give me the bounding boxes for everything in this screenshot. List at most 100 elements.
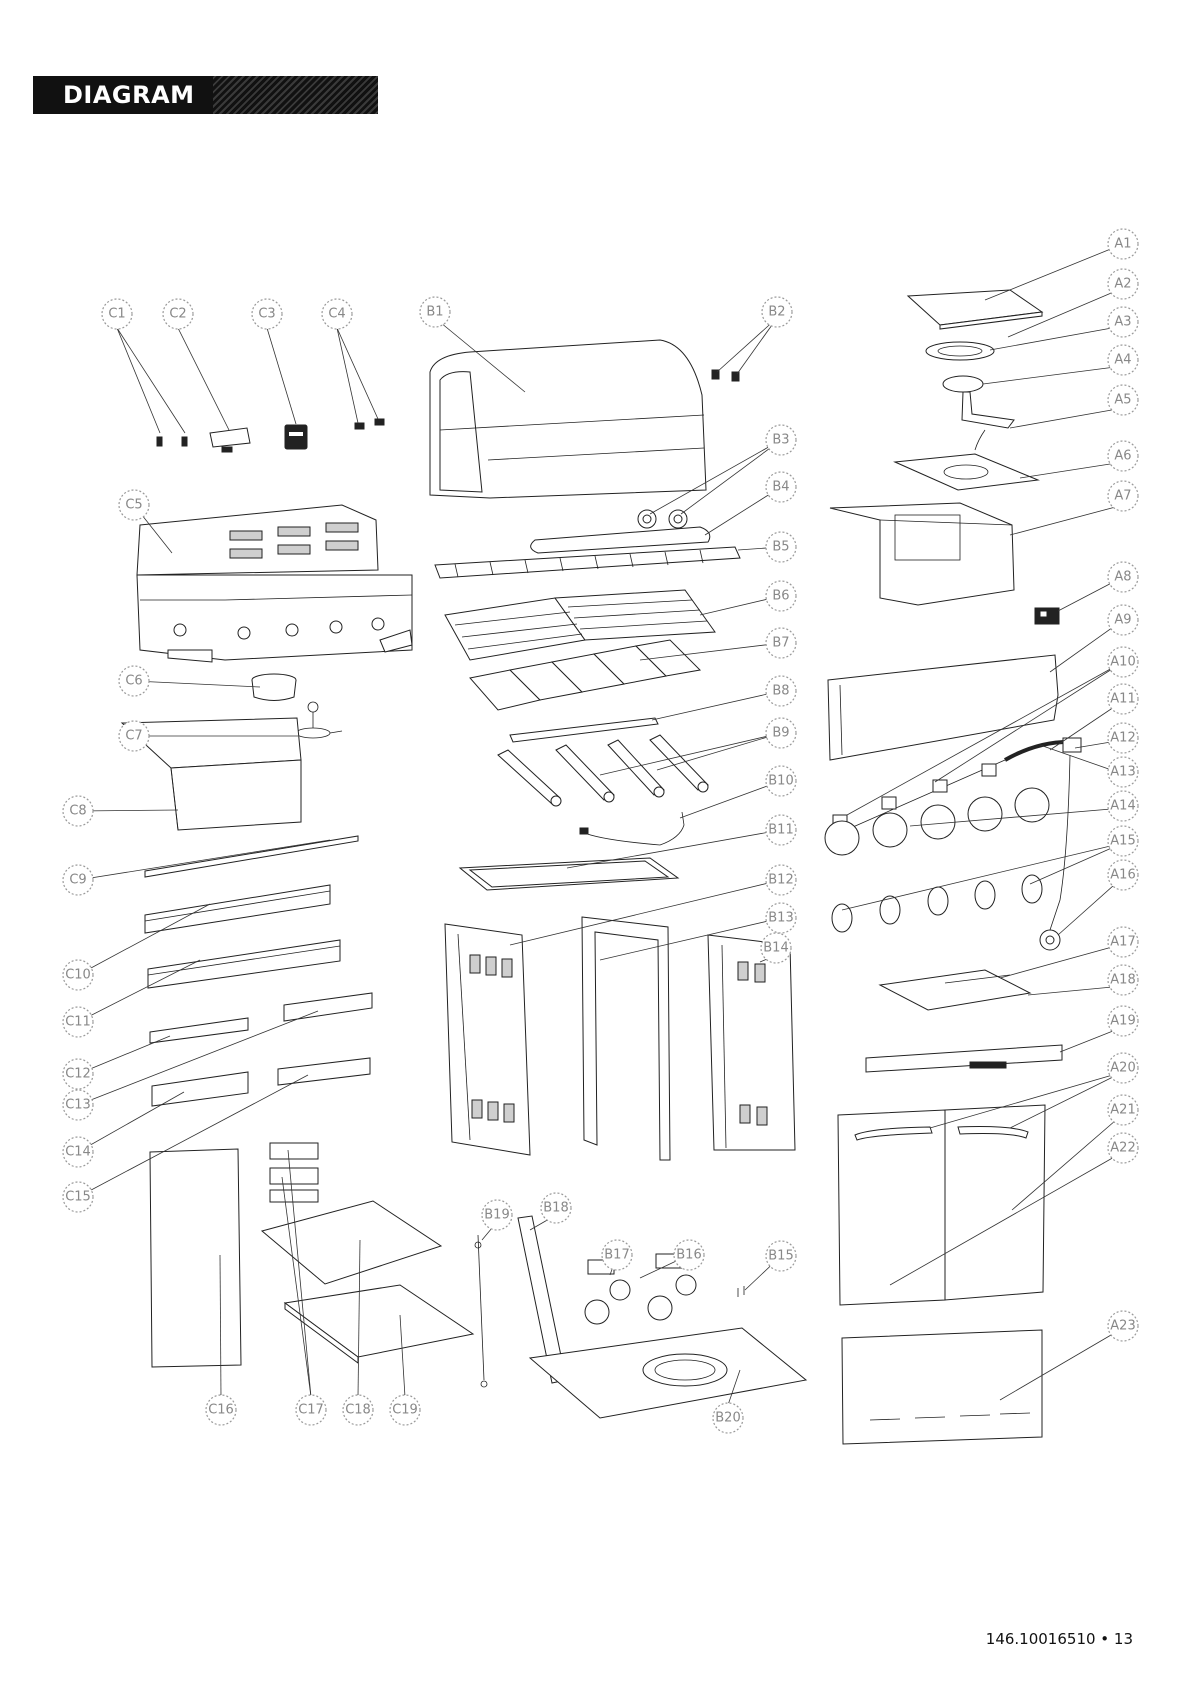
part-c18-bottom-panel	[262, 1201, 441, 1284]
svg-text:A6: A6	[1114, 449, 1131, 464]
part-drawings	[122, 290, 1081, 1444]
callout-c2: C2	[163, 299, 193, 329]
part-c15-rail	[278, 1058, 370, 1085]
svg-text:A11: A11	[1110, 692, 1135, 707]
callout-b16: B16	[674, 1240, 704, 1270]
callout-c13: C13	[63, 1090, 93, 1120]
callout-c16: C16	[206, 1395, 236, 1425]
callout-c5: C5	[119, 490, 149, 520]
part-a20-a22-cabinet-doors	[838, 1105, 1045, 1305]
part-c3-logo-badge	[285, 425, 307, 449]
part-a19-front-rail	[866, 1045, 1062, 1072]
part-c1-screws	[157, 437, 187, 446]
callout-b2: B2	[762, 297, 792, 327]
callout-c9: C9	[63, 865, 93, 895]
callout-a19: A19	[1108, 1006, 1138, 1036]
part-c12-rail	[150, 1018, 248, 1043]
part-b3-bezels	[638, 510, 687, 528]
part-a1-side-burner-lid	[908, 290, 1042, 329]
part-c9-rail	[145, 836, 358, 877]
svg-text:A22: A22	[1110, 1141, 1135, 1156]
svg-text:C10: C10	[65, 968, 91, 983]
part-b2-screws	[712, 370, 739, 381]
svg-text:C9: C9	[69, 873, 86, 888]
part-a7-side-burner-housing	[830, 503, 1014, 605]
part-b15-screws	[738, 1286, 744, 1297]
svg-text:A18: A18	[1110, 973, 1135, 988]
part-a2-a3-side-burner-grate	[926, 342, 994, 360]
callout-b15: B15	[766, 1241, 796, 1271]
svg-text:C19: C19	[392, 1403, 418, 1418]
callout-a10: A10	[1108, 647, 1138, 677]
svg-text:B15: B15	[768, 1249, 793, 1264]
callout-a3: A3	[1108, 307, 1138, 337]
callout-c19: C19	[390, 1395, 420, 1425]
svg-text:B6: B6	[772, 589, 789, 604]
svg-text:B1: B1	[426, 305, 443, 320]
callout-c10: C10	[63, 960, 93, 990]
callout-a16: A16	[1108, 860, 1138, 890]
callout-b14: B14	[761, 933, 791, 963]
callout-a20: A20	[1108, 1053, 1138, 1083]
svg-text:A13: A13	[1110, 765, 1135, 780]
svg-text:B13: B13	[768, 911, 793, 926]
part-b8-crossover-channels	[510, 718, 658, 742]
svg-text:B16: B16	[676, 1248, 701, 1263]
part-b12-left-side-panel	[445, 924, 530, 1155]
callout-a18: A18	[1108, 965, 1138, 995]
callout-b20: B20	[713, 1403, 743, 1433]
callout-a13: A13	[1108, 757, 1138, 787]
callout-b11: B11	[766, 815, 796, 845]
svg-text:B17: B17	[604, 1248, 629, 1263]
part-c13-rail	[284, 993, 372, 1021]
svg-text:C11: C11	[65, 1015, 91, 1030]
callout-b18: B18	[541, 1193, 571, 1223]
svg-text:B5: B5	[772, 540, 789, 555]
callout-c3: C3	[252, 299, 282, 329]
callout-a8: A8	[1108, 562, 1138, 592]
callout-a12: A12	[1108, 723, 1138, 753]
part-a16-regulator	[1040, 930, 1060, 950]
svg-text:C16: C16	[208, 1403, 234, 1418]
part-b13-front-frame	[582, 917, 670, 1160]
part-b5-warming-rack	[435, 547, 740, 578]
svg-text:A21: A21	[1110, 1103, 1135, 1118]
part-a14-knob-bezels	[825, 788, 1049, 855]
callout-c15: C15	[63, 1182, 93, 1212]
svg-text:A10: A10	[1110, 655, 1135, 670]
callout-b3: B3	[766, 425, 796, 455]
part-a23-back-panel	[842, 1330, 1042, 1444]
callout-a14: A14	[1108, 791, 1138, 821]
callout-b5: B5	[766, 532, 796, 562]
callout-a21: A21	[1108, 1095, 1138, 1125]
callout-b1: B1	[420, 297, 450, 327]
callout-b10: B10	[766, 766, 796, 796]
svg-text:C13: C13	[65, 1098, 91, 1113]
svg-text:A5: A5	[1114, 393, 1131, 408]
callout-a11: A11	[1108, 684, 1138, 714]
callout-c17: C17	[296, 1395, 326, 1425]
part-b9-burners	[498, 735, 708, 806]
part-a8-valve	[1035, 608, 1059, 624]
part-b14-right-side-panel	[708, 935, 795, 1150]
part-b11-grease-tray	[460, 858, 678, 890]
svg-text:B12: B12	[768, 873, 793, 888]
callout-c12: C12	[63, 1059, 93, 1089]
svg-text:C15: C15	[65, 1190, 91, 1205]
svg-text:B9: B9	[772, 726, 789, 741]
callout-c1: C1	[102, 299, 132, 329]
svg-text:C8: C8	[69, 804, 86, 819]
svg-text:B20: B20	[715, 1411, 740, 1426]
svg-text:A14: A14	[1110, 799, 1135, 814]
svg-text:C12: C12	[65, 1067, 91, 1082]
callout-a22: A22	[1108, 1133, 1138, 1163]
callout-b6: B6	[766, 581, 796, 611]
callout-a7: A7	[1108, 481, 1138, 511]
part-a12-a13-hose-regulator	[1050, 738, 1081, 930]
part-c17-hinges	[270, 1143, 318, 1202]
svg-text:A15: A15	[1110, 834, 1135, 849]
callout-a9: A9	[1108, 605, 1138, 635]
callout-a15: A15	[1108, 826, 1138, 856]
callout-c6: C6	[119, 666, 149, 696]
part-c7-grease-cup-clip	[296, 702, 342, 738]
